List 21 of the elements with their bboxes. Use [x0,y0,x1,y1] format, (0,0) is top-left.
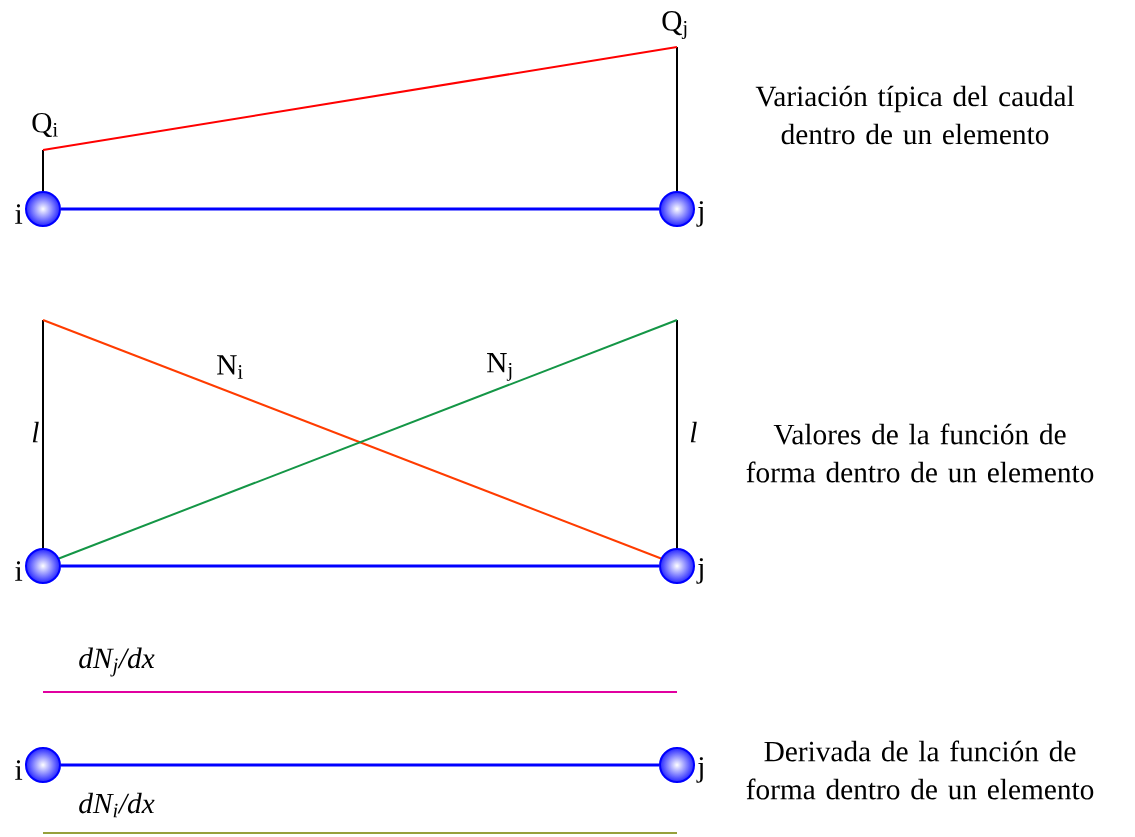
symbol-label: l [32,421,39,443]
node-label: j [696,558,703,584]
element-line [61,207,659,211]
symbol-label: dN$_{j}$/dx [79,647,155,677]
node-circle [659,747,695,783]
node-label: j [696,201,703,227]
node-label: i [15,760,23,780]
node-circle [659,191,695,227]
node-label: i [15,561,23,581]
element-line [61,763,659,767]
node-circle [25,548,61,584]
element-line [61,564,659,568]
node-label: i [15,204,23,224]
symbol-label: Q$_{j}$ [662,11,687,39]
symbol-label: N$_{i}$ [217,355,243,379]
symbol-label: l [690,421,697,443]
node-label: j [696,757,703,783]
node-circle [25,747,61,783]
symbol-label: N$_{j}$ [487,353,512,381]
node-circle [25,191,61,227]
node-circle [659,548,695,584]
